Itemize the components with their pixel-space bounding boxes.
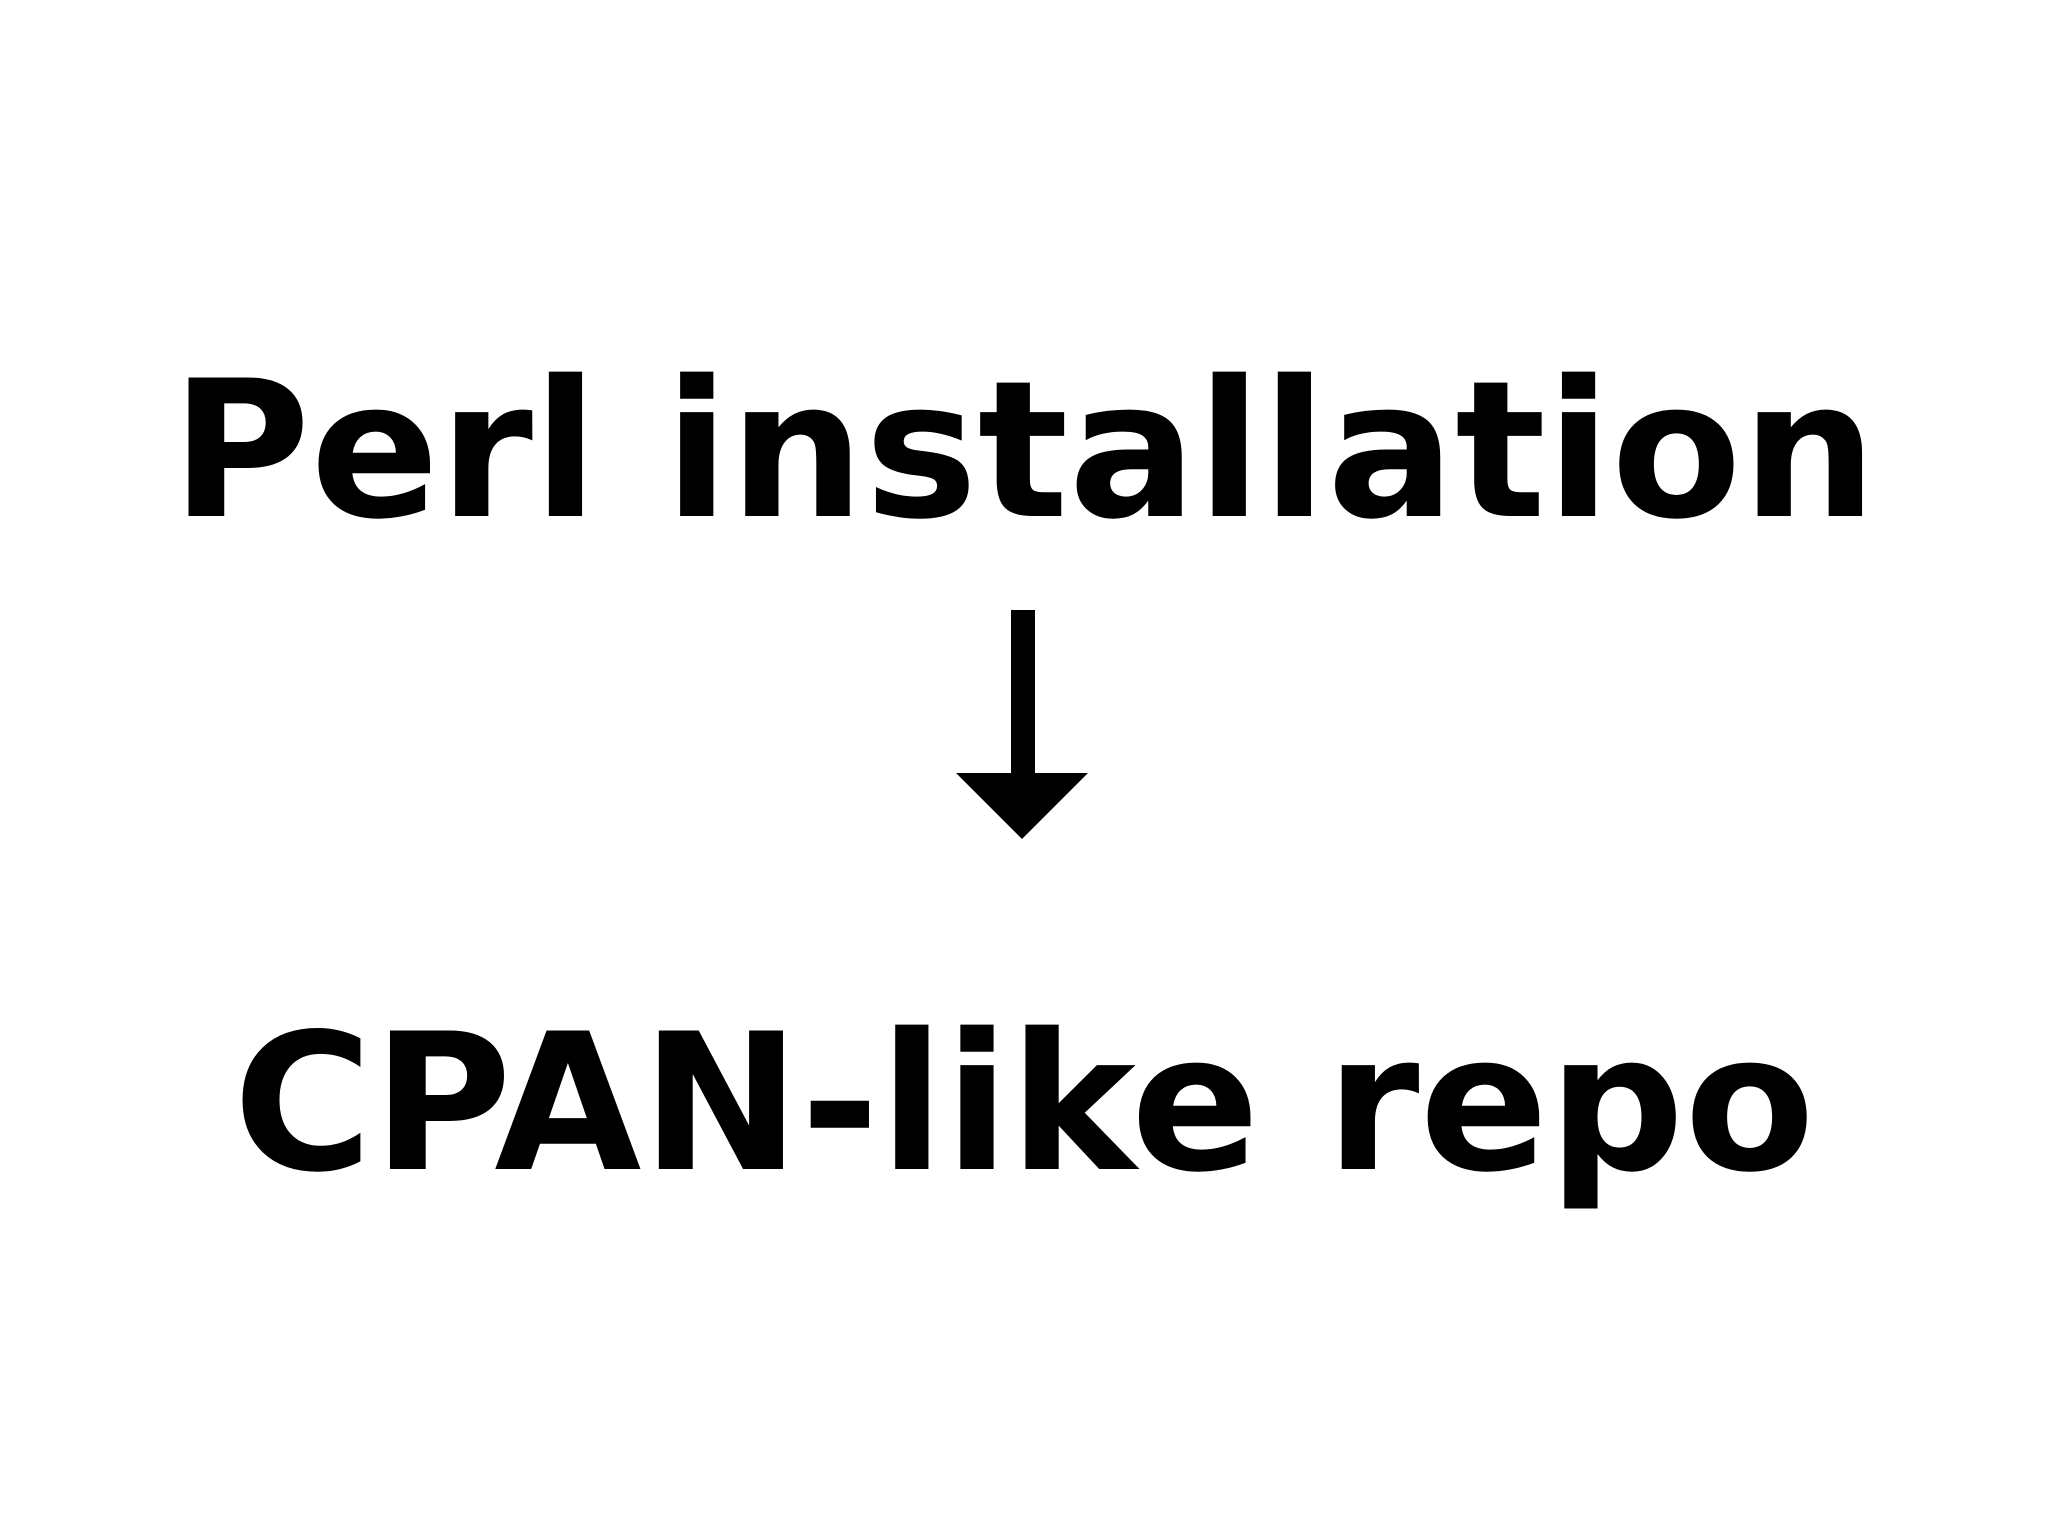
perl-installation-label: Perl installation: [171, 340, 1877, 561]
cpan-like-repo-label: CPAN-like repo: [233, 993, 1815, 1214]
arrow-down-icon: [956, 610, 1088, 839]
